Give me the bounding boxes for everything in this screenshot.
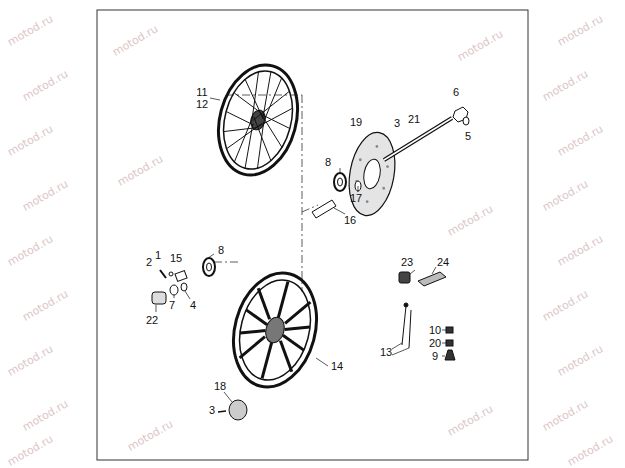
watermark: motod.ru bbox=[540, 178, 589, 213]
callout-number: 2 bbox=[146, 257, 152, 268]
watermark: motod.ru bbox=[20, 288, 69, 323]
callout-number: 8 bbox=[218, 245, 224, 256]
watermark: motod.ru bbox=[445, 403, 494, 438]
hub-cover bbox=[218, 400, 247, 420]
watermark: motod.ru bbox=[125, 418, 174, 453]
watermark: motod.ru bbox=[5, 433, 54, 468]
watermark: motod.ru bbox=[5, 343, 54, 378]
watermark: motod.ru bbox=[115, 153, 164, 188]
callout-number: 23 bbox=[401, 257, 413, 268]
callout-number: 19 bbox=[350, 117, 362, 128]
watermark: motod.ru bbox=[565, 433, 614, 468]
watermark: motod.ru bbox=[5, 123, 54, 158]
spokes bbox=[402, 303, 455, 360]
watermark: motod.ru bbox=[540, 288, 589, 323]
callout-number: 7 bbox=[169, 300, 175, 311]
axle bbox=[384, 107, 469, 160]
callout-number: 14 bbox=[331, 361, 343, 372]
callout-number: 16 bbox=[344, 215, 356, 226]
watermark: motod.ru bbox=[455, 28, 504, 63]
watermark: motod.ru bbox=[110, 23, 159, 58]
callout-number: 5 bbox=[465, 131, 471, 142]
watermark: motod.ru bbox=[445, 203, 494, 238]
callout-number: 6 bbox=[453, 87, 459, 98]
cast-wheel bbox=[221, 264, 328, 397]
callout-number: 11 bbox=[196, 87, 207, 98]
spoke-wheel bbox=[207, 56, 309, 184]
callout-number: 1 bbox=[155, 250, 161, 261]
callout-number: 18 bbox=[214, 381, 226, 392]
callout-number: 22 bbox=[146, 315, 158, 326]
callout-number: 24 bbox=[437, 257, 449, 268]
center-line bbox=[214, 95, 318, 292]
watermark: motod.ru bbox=[555, 13, 604, 48]
callout-number: 20 bbox=[429, 338, 441, 349]
watermark: motod.ru bbox=[5, 13, 54, 48]
callout-number: 10 bbox=[429, 325, 441, 336]
callout-number: 9 bbox=[432, 351, 438, 362]
watermark: motod.ru bbox=[555, 233, 604, 268]
watermark: motod.ru bbox=[555, 123, 604, 158]
hub-parts bbox=[152, 258, 215, 304]
watermark: motod.ru bbox=[555, 343, 604, 378]
leader-line bbox=[156, 98, 446, 402]
frame bbox=[97, 10, 528, 460]
callout-number: 8 bbox=[325, 157, 331, 168]
callout-number: 21 bbox=[408, 114, 420, 125]
callout-number: 4 bbox=[190, 300, 196, 311]
watermark: motod.ru bbox=[540, 398, 589, 433]
callout-number: 12 bbox=[196, 99, 208, 110]
watermark: motod.ru bbox=[5, 233, 54, 268]
callout-number: 13 bbox=[380, 347, 392, 358]
callout-number: 3 bbox=[394, 118, 400, 129]
watermark: motod.ru bbox=[20, 68, 69, 103]
watermark: motod.ru bbox=[20, 178, 69, 213]
brake-pads bbox=[399, 272, 446, 286]
watermark: motod.ru bbox=[20, 398, 69, 433]
brake-disc bbox=[343, 129, 401, 219]
callout-number: 3 bbox=[209, 405, 215, 416]
watermark: motod.ru bbox=[540, 68, 589, 103]
callout-number: 17 bbox=[350, 193, 362, 204]
callout-number: 15 bbox=[170, 253, 182, 264]
